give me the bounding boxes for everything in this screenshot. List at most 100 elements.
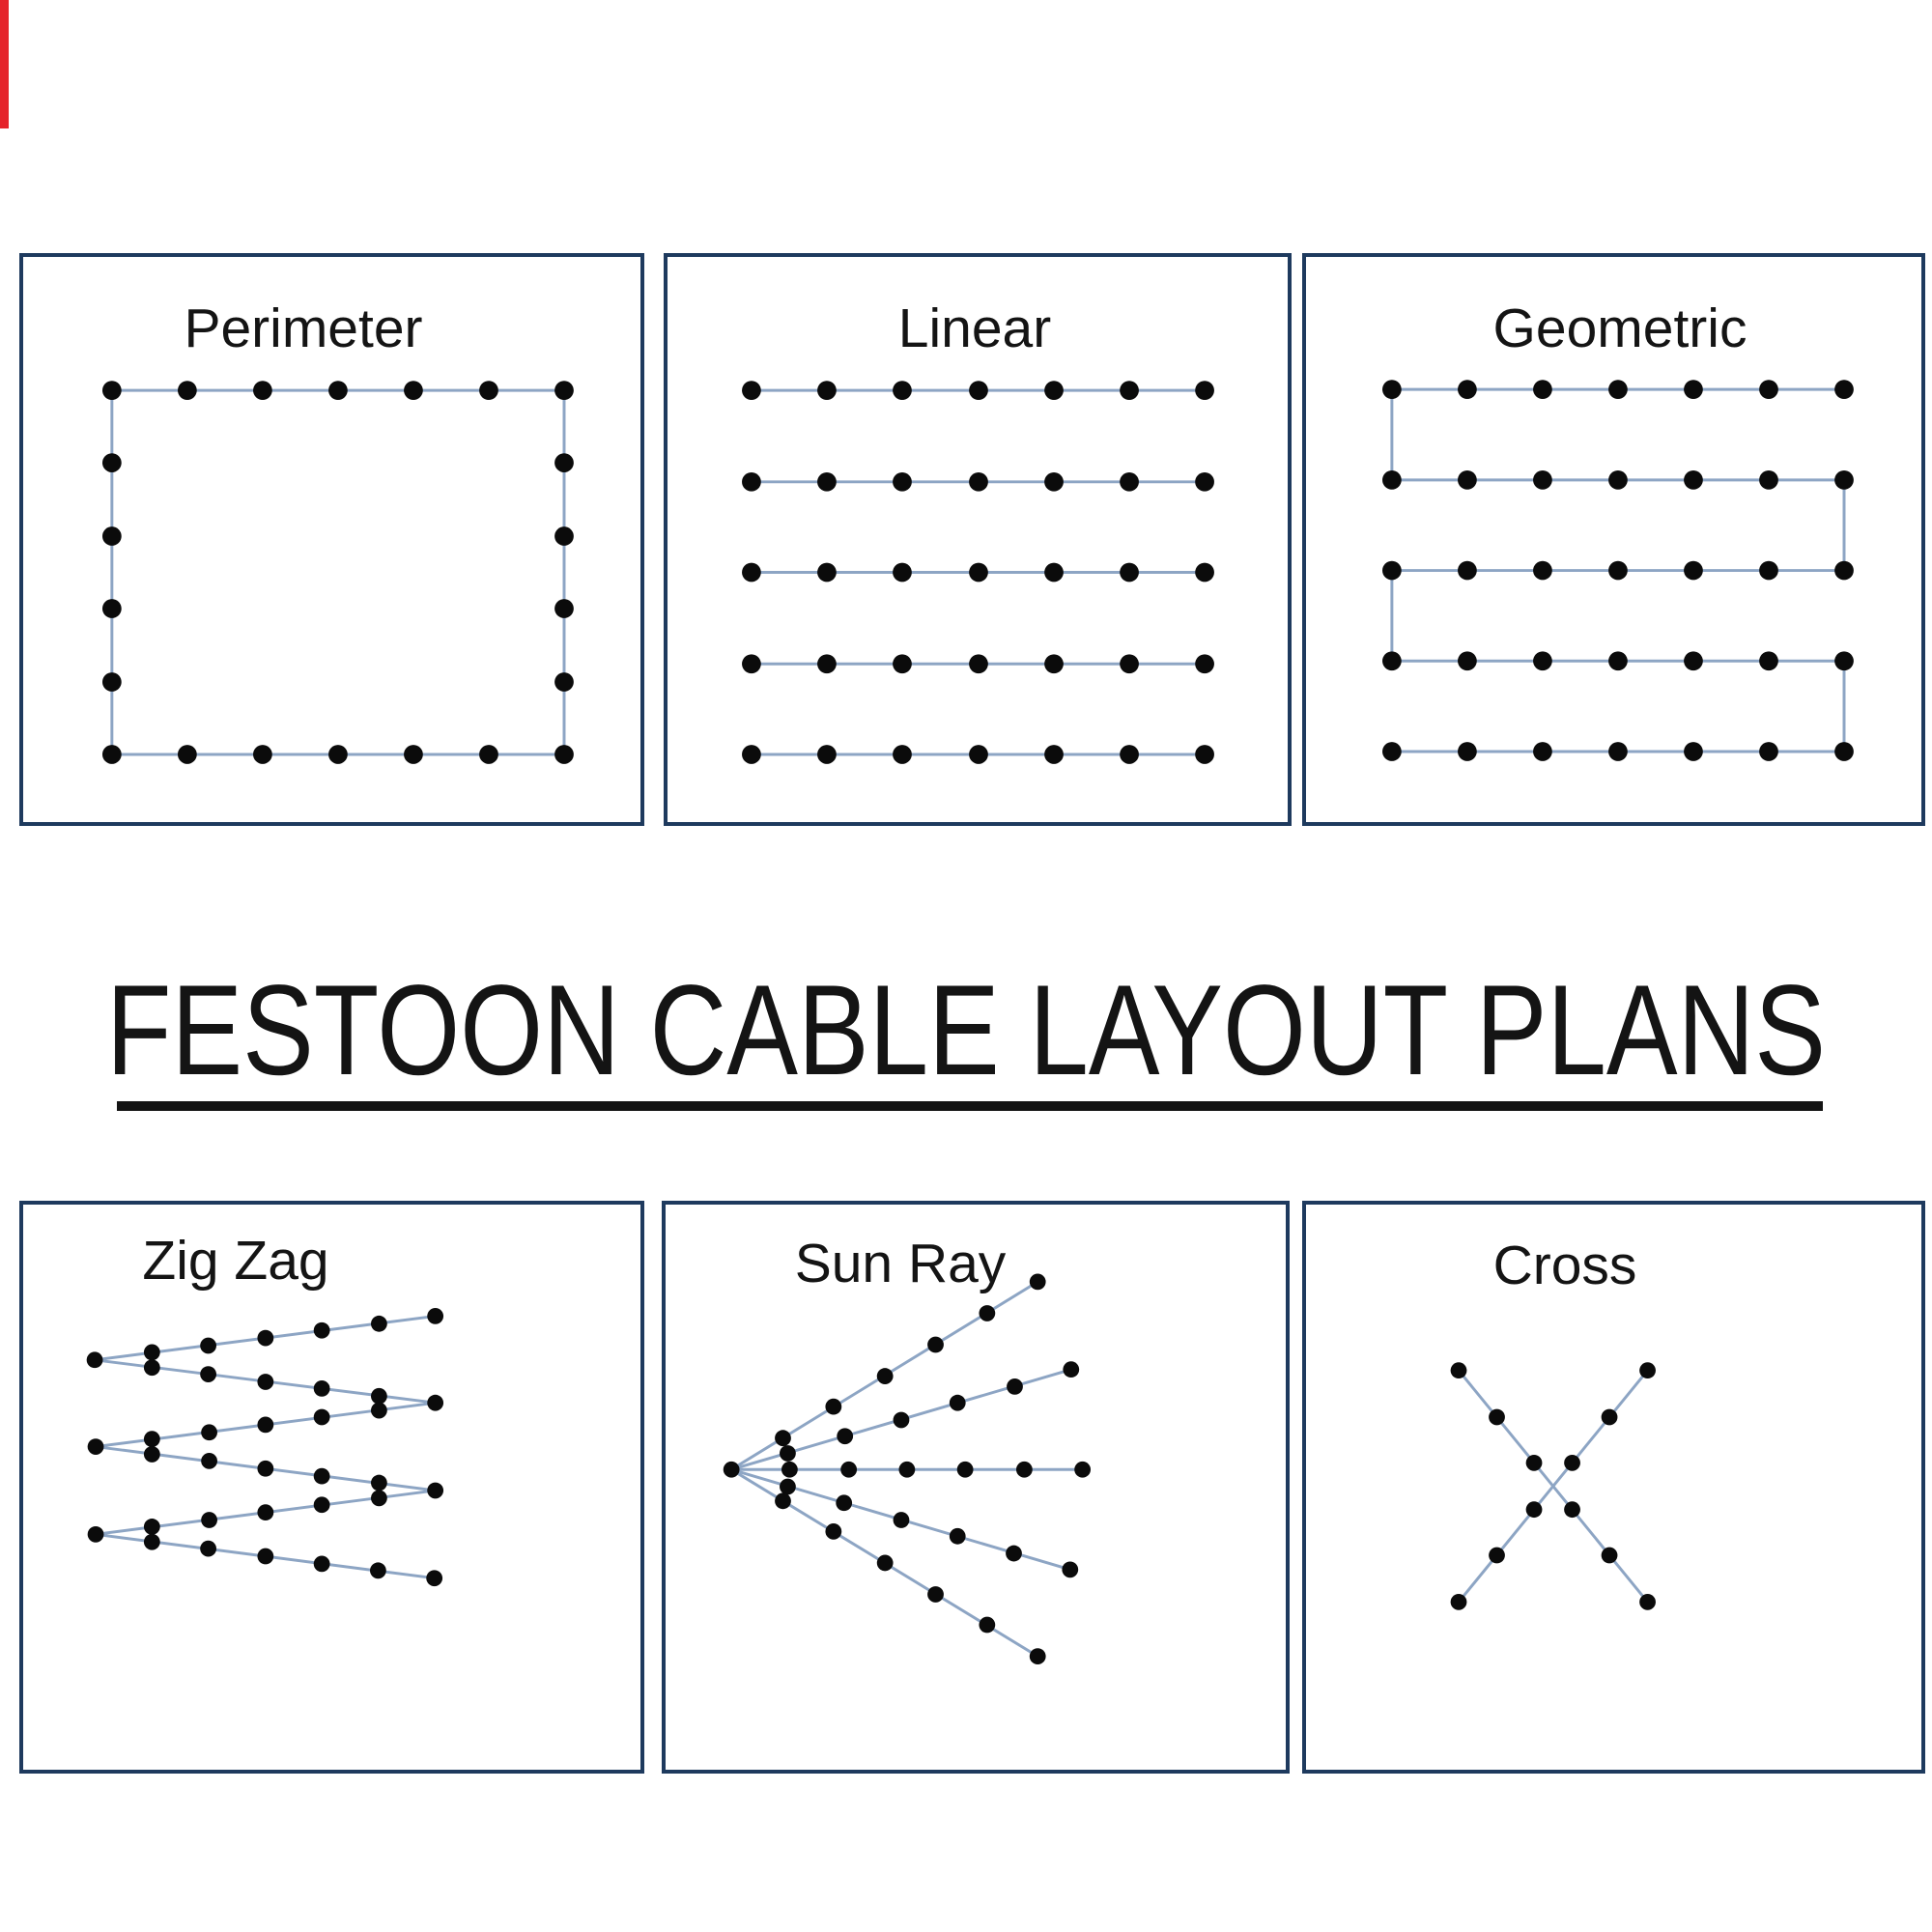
festoon-dot (1006, 1545, 1022, 1562)
festoon-dot (1639, 1593, 1656, 1610)
festoon-dot (1458, 560, 1477, 581)
linear-diagram (742, 381, 1214, 764)
panel-sunray: Sun Ray (662, 1201, 1290, 1774)
panel-zigzag: Zig Zag (19, 1201, 644, 1774)
festoon-dot (257, 1416, 274, 1434)
festoon-dot (1759, 469, 1778, 490)
festoon-dot (101, 453, 122, 472)
festoon-dot (1533, 380, 1552, 399)
festoon-dot (898, 1461, 916, 1478)
festoon-dot (1564, 1454, 1580, 1471)
festoon-dot (876, 1368, 894, 1384)
festoon-dot (404, 381, 423, 400)
festoon-dot (313, 1496, 330, 1514)
festoon-dot (313, 1467, 330, 1485)
festoon-dot (313, 1408, 330, 1426)
festoon-dot (101, 526, 122, 546)
festoon-dot (426, 1570, 443, 1587)
panel-perimeter: Perimeter (19, 253, 644, 826)
festoon-dot (927, 1336, 944, 1353)
panel-title-zigzag: Zig Zag (142, 1230, 329, 1292)
panel-cross: Cross (1302, 1201, 1925, 1774)
festoon-dot (1684, 380, 1703, 399)
festoon-dot (837, 1428, 854, 1445)
festoon-dot (313, 1321, 330, 1339)
festoon-dot (554, 381, 574, 400)
festoon-dot (1382, 469, 1402, 490)
festoon-dot (313, 1555, 330, 1573)
festoon-dot (979, 1616, 996, 1634)
festoon-dot (742, 381, 761, 400)
festoon-dot (1834, 469, 1854, 490)
festoon-dot (554, 526, 574, 546)
festoon-dot (1044, 745, 1064, 764)
festoon-dot (201, 1512, 217, 1528)
festoon-dot (1195, 654, 1214, 674)
festoon-dot (257, 1504, 274, 1521)
festoon-dot (370, 1402, 387, 1419)
festoon-dot (817, 471, 837, 492)
sunray-diagram (723, 1273, 1092, 1664)
festoon-dot (427, 1482, 444, 1499)
festoon-dot (257, 1548, 274, 1565)
festoon-dot (893, 381, 912, 400)
panel-title-perimeter: Perimeter (184, 298, 423, 359)
festoon-dot (969, 562, 988, 582)
festoon-dot (1120, 745, 1139, 764)
festoon-dot (1120, 562, 1139, 582)
festoon-dot (1120, 654, 1139, 674)
festoon-dot (1458, 380, 1477, 399)
panel-title-geometric: Geometric (1492, 298, 1747, 359)
festoon-dot (742, 562, 761, 582)
festoon-dot (200, 1366, 216, 1382)
festoon-dot (1063, 1361, 1080, 1378)
festoon-dot (201, 1424, 217, 1441)
festoon-dot (479, 745, 498, 764)
festoon-dot (780, 1478, 796, 1495)
festoon-dot (1639, 1362, 1656, 1379)
festoon-dot (723, 1461, 740, 1478)
festoon-dot (86, 1351, 103, 1369)
festoon-dot (949, 1527, 966, 1545)
festoon-dot (1382, 380, 1402, 399)
festoon-dot (1608, 380, 1628, 399)
festoon-dot (328, 381, 348, 400)
festoon-dot (1074, 1461, 1092, 1478)
festoon-dot (817, 745, 837, 764)
festoon-dot (1044, 381, 1064, 400)
festoon-dot (956, 1461, 974, 1478)
festoon-dot (177, 745, 197, 764)
festoon-dot (479, 381, 498, 400)
festoon-dot (143, 1446, 160, 1463)
festoon-dot (893, 562, 912, 582)
festoon-dot (840, 1461, 858, 1478)
zigzag-diagram (86, 1308, 444, 1587)
festoon-dot (370, 1490, 387, 1507)
festoon-dot (1608, 469, 1628, 490)
festoon-dot (1533, 469, 1552, 490)
festoon-dot (893, 1411, 910, 1429)
festoon-dot (1533, 560, 1552, 581)
festoon-dot (1489, 1408, 1505, 1426)
festoon-dot (775, 1430, 791, 1447)
perimeter-diagram (101, 381, 574, 764)
festoon-dot (1382, 742, 1402, 761)
festoon-dot (1684, 651, 1703, 671)
panel-geometric: Geometric (1302, 253, 1925, 826)
festoon-dot (893, 654, 912, 674)
festoon-dot (1601, 1408, 1618, 1426)
festoon-dot (253, 381, 272, 400)
festoon-dot (969, 471, 988, 492)
festoon-dot (87, 1525, 104, 1543)
festoon-dot (143, 1519, 160, 1535)
festoon-dot (1533, 651, 1552, 671)
festoon-dot (143, 1533, 160, 1550)
geometric-diagram (1382, 380, 1854, 761)
cross-diagram (1450, 1362, 1656, 1610)
festoon-dot (1044, 471, 1064, 492)
festoon-dot (893, 471, 912, 492)
festoon-dot (927, 1586, 944, 1603)
panel-title-cross: Cross (1492, 1235, 1637, 1296)
festoon-dot (742, 654, 761, 674)
